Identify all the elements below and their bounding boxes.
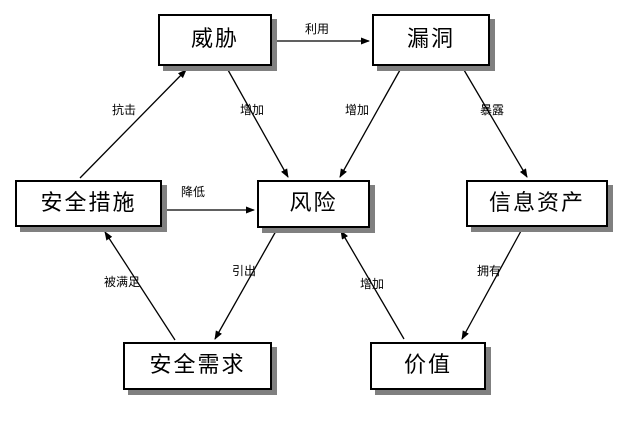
edge-label-requirement-satisfied-by-safeguard: 被满足: [104, 275, 141, 289]
edge-label-safeguard-reduces-risk: 降低: [181, 185, 206, 199]
edge-label-threat-increases-risk: 增加: [240, 103, 265, 117]
node-risk[interactable]: 风险: [257, 180, 370, 228]
edge-label-value-increases-risk: 增加: [360, 277, 385, 291]
node-label: 安全需求: [149, 353, 246, 378]
edge-safeguard-counters-threat: [79, 69, 187, 179]
edge-label-asset-has-value: 拥有: [477, 264, 502, 278]
node-vulnerability[interactable]: 漏洞: [372, 14, 490, 66]
node-label: 风险: [289, 191, 338, 216]
node-label: 信息资产: [488, 190, 585, 216]
node-asset[interactable]: 信息资产: [466, 180, 608, 227]
edge-value-increases-risk: [340, 230, 405, 340]
edge-label-safeguard-counters-threat: 抗击: [112, 103, 137, 117]
node-requirement[interactable]: 安全需求: [123, 342, 272, 390]
edge-label-vulnerability-exposes-asset: 暴露: [480, 103, 505, 117]
edge-vulnerability-increases-risk: [339, 69, 401, 178]
node-label: 安全措施: [40, 190, 137, 216]
edge-label-risk-elicits-requirement: 引出: [232, 264, 257, 278]
node-label: 价值: [403, 353, 452, 378]
node-threat[interactable]: 威胁: [158, 14, 272, 66]
edge-label-vulnerability-increases-risk: 增加: [345, 103, 370, 117]
edge-risk-elicits-requirement: [214, 230, 277, 340]
edge-requirement-satisfied-by-safeguard: [104, 231, 176, 341]
edge-vulnerability-exposes-asset: [463, 69, 528, 178]
edge-threat-increases-risk: [227, 69, 289, 178]
node-label: 漏洞: [406, 27, 455, 52]
node-value[interactable]: 价值: [370, 342, 486, 390]
node-safeguard[interactable]: 安全措施: [15, 180, 162, 227]
node-label: 威胁: [190, 27, 239, 52]
edge-asset-has-value: [461, 230, 522, 340]
edge-label-threat-exploits-vulnerability: 利用: [305, 22, 330, 36]
